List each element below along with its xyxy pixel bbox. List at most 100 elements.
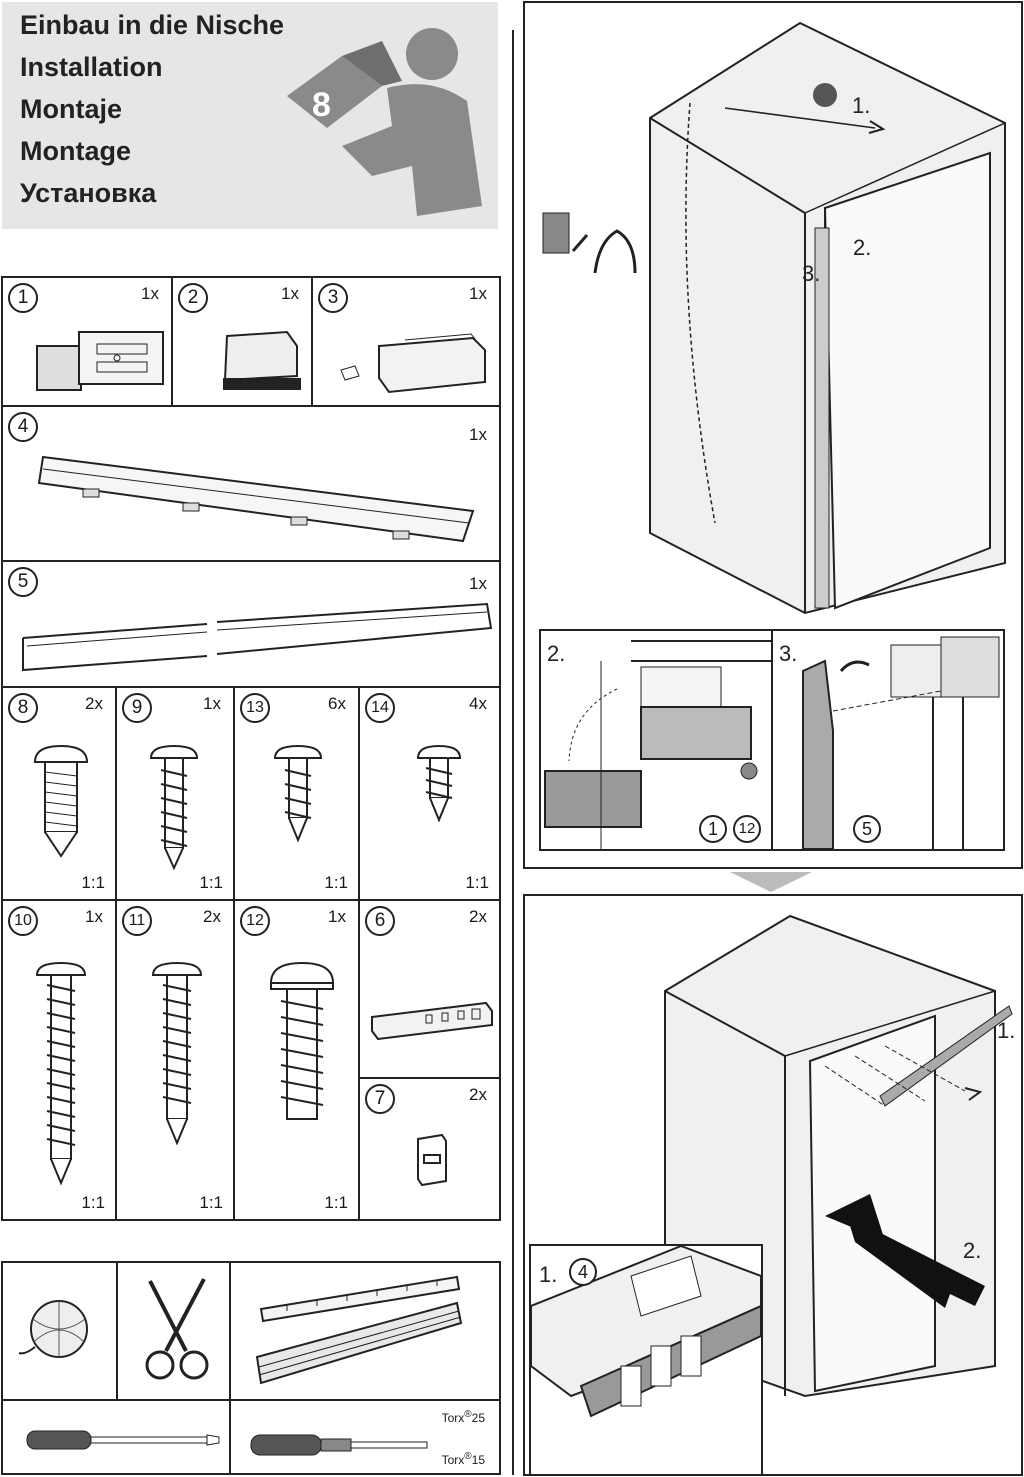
part-12-cell: 12 1x 1:1 [233,899,360,1221]
part-7-cell: 7 2x [358,1077,501,1221]
part-5-cell: 5 1x [1,560,501,688]
part-quantity: 1x [328,907,346,926]
part-scale: 1:1 [324,873,348,892]
step-panel-remove-cord: 1. 2. 3. 2. 1 12 3. 5 [523,1,1023,869]
screw-drawing [149,744,199,870]
part-4-cell: 4 1x [1,405,501,562]
inset-step-3-label: 3. [779,641,798,666]
ref-part-12: 12 [733,815,761,843]
scissors-icon [145,1278,209,1380]
inset-cover-strip-mount: 1. 4 [529,1244,763,1474]
part-3-cell: 3 1x [311,276,501,407]
part-8-cell: 8 2x 1:1 [1,686,117,901]
part-1-cell: 1 1x [1,276,173,407]
part-number: 6 [365,906,395,936]
long-screw-drawing [35,961,87,1186]
fridge-illustration [542,21,1006,615]
screw-drawing [273,744,323,843]
inset-step-2-label: 2. [547,641,566,666]
part-number: 3 [318,283,348,313]
step-2-label: 2. [853,235,872,260]
part-scale: 1:1 [199,1193,223,1212]
cover-with-clip-drawing [340,333,486,394]
trim-strip-drawing [22,602,493,672]
inset-hinge-cover: 2. 1 12 [539,629,773,851]
part-quantity: 1x [469,574,487,593]
folding-rule-icon [255,1275,463,1385]
part-number: 8 [8,693,38,723]
part-scale: 1:1 [199,873,223,892]
ref-part-5: 5 [853,815,881,843]
screw-drawing [416,744,462,823]
part-scale: 1:1 [465,873,489,892]
title-ru: Установка [20,178,157,208]
step-2-label: 2. [963,1238,982,1263]
torx-15-label: Torx®15 [441,1451,485,1467]
part-number: 5 [8,567,38,597]
torx-25-label: Torx®25 [441,1409,485,1425]
flat-screwdriver-icon [26,1430,220,1450]
part-number: 9 [122,693,152,723]
cover-cap-drawing [223,330,301,390]
tool-scissors-cell [116,1261,231,1401]
down-arrow-icon [730,872,812,892]
cover-strip-drawing [37,455,475,543]
step-3-label: 3. [802,261,821,286]
column-divider [512,30,514,1475]
step-1-label: 1. [852,93,871,118]
part-quantity: 1x [141,284,159,303]
part-number: 12 [240,906,270,936]
part-number: 11 [122,906,152,936]
part-quantity: 1x [85,907,103,926]
part-number: 4 [8,412,38,442]
title-fr: Montage [20,136,131,166]
part-quantity: 1x [281,284,299,303]
part-scale: 1:1 [81,873,105,892]
ref-part-4: 4 [569,1258,597,1286]
ref-part-1: 1 [699,815,727,843]
cover-strip-mount-detail [531,1246,761,1418]
part-number: 13 [240,693,270,723]
tool-torx-cell: Torx®25 Torx®15 [229,1399,501,1475]
tool-folding-rule-cell [229,1261,501,1401]
part-quantity: 6x [328,694,346,713]
manual-icon-number: 8 [312,86,331,124]
tool-flat-screwdriver-cell [1,1399,231,1475]
part-number: 10 [8,906,38,936]
inset-step-1-label: 1. [539,1262,558,1287]
part-scale: 1:1 [324,1193,348,1212]
screw-drawing [33,744,89,858]
part-6-cell: 6 2x [358,899,501,1079]
title-de: Einbau in die Nische [20,10,285,40]
part-quantity: 1x [469,284,487,303]
long-screw-drawing [151,961,203,1146]
part-quantity: 4x [469,694,487,713]
part-number: 7 [365,1084,395,1114]
part-11-cell: 11 2x 1:1 [115,899,235,1221]
part-quantity: 2x [469,1085,487,1104]
part-quantity: 2x [203,907,221,926]
cord-ball-icon [18,1300,88,1358]
part-quantity: 2x [469,907,487,926]
part-scale: 1:1 [81,1193,105,1212]
part-9-cell: 9 1x 1:1 [115,686,235,901]
part-quantity: 1x [469,425,487,444]
title-en: Installation [20,52,163,82]
hinge-cover-drawing [36,331,164,391]
step-1-label: 1. [997,1018,1016,1043]
part-2-cell: 2 1x [171,276,313,407]
part-13-cell: 13 6x 1:1 [233,686,360,901]
header-banner: Einbau in die Nische Installation Montaj… [2,2,498,229]
trim-strip-detail [802,636,1000,849]
part-number: 1 [8,283,38,313]
torx-screwdriver-icon [250,1434,428,1456]
part-quantity: 1x [203,694,221,713]
clip-drawing [417,1133,447,1187]
part-number: 14 [365,693,395,723]
tool-cord-cell [1,1261,118,1401]
inset-trim-strip: 3. 5 [771,629,1005,851]
part-quantity: 2x [85,694,103,713]
hinge-cover-detail [544,640,771,849]
part-14-cell: 14 4x 1:1 [358,686,501,901]
step-panel-insert-appliance: 1. 2. 1. 4 [523,894,1023,1476]
